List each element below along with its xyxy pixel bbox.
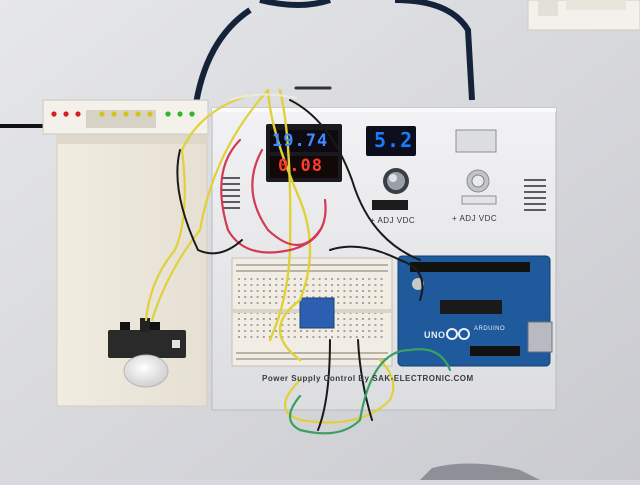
voltmeter-voltage-readout: 19.74 — [272, 131, 329, 151]
jumper-wires — [144, 86, 452, 435]
power-cable — [192, 0, 475, 111]
arduino-model-label: UNO — [424, 330, 446, 340]
panel-footer-text: Power Supply Control By SAK-ELECTRONIC.C… — [262, 374, 474, 383]
breadboard-holes — [236, 264, 388, 360]
gray-object — [420, 463, 540, 480]
blue-voltage-display — [366, 126, 416, 156]
pir-sensor-components — [120, 322, 180, 348]
voltmeter-current-readout: 0.08 — [278, 156, 323, 176]
led-bar-leds — [51, 111, 195, 117]
blue-display-readout: 5.2 — [374, 128, 414, 152]
panel-vents-right — [524, 179, 546, 211]
adj-vdc-label-left: + ADJ VDC — [370, 216, 416, 225]
panel-cutout — [455, 129, 497, 153]
left-knob — [383, 168, 409, 194]
adj-vdc-label-right: + ADJ VDC — [452, 214, 498, 223]
pir-fresnel-dome — [123, 354, 169, 388]
panel-vents-left — [222, 177, 240, 209]
pir-sensor-board — [108, 330, 186, 358]
arduino-logo — [446, 328, 470, 340]
right-knob — [466, 169, 490, 193]
arduino-brand-label: ARDUINO — [474, 326, 506, 332]
blue-module — [299, 297, 335, 329]
